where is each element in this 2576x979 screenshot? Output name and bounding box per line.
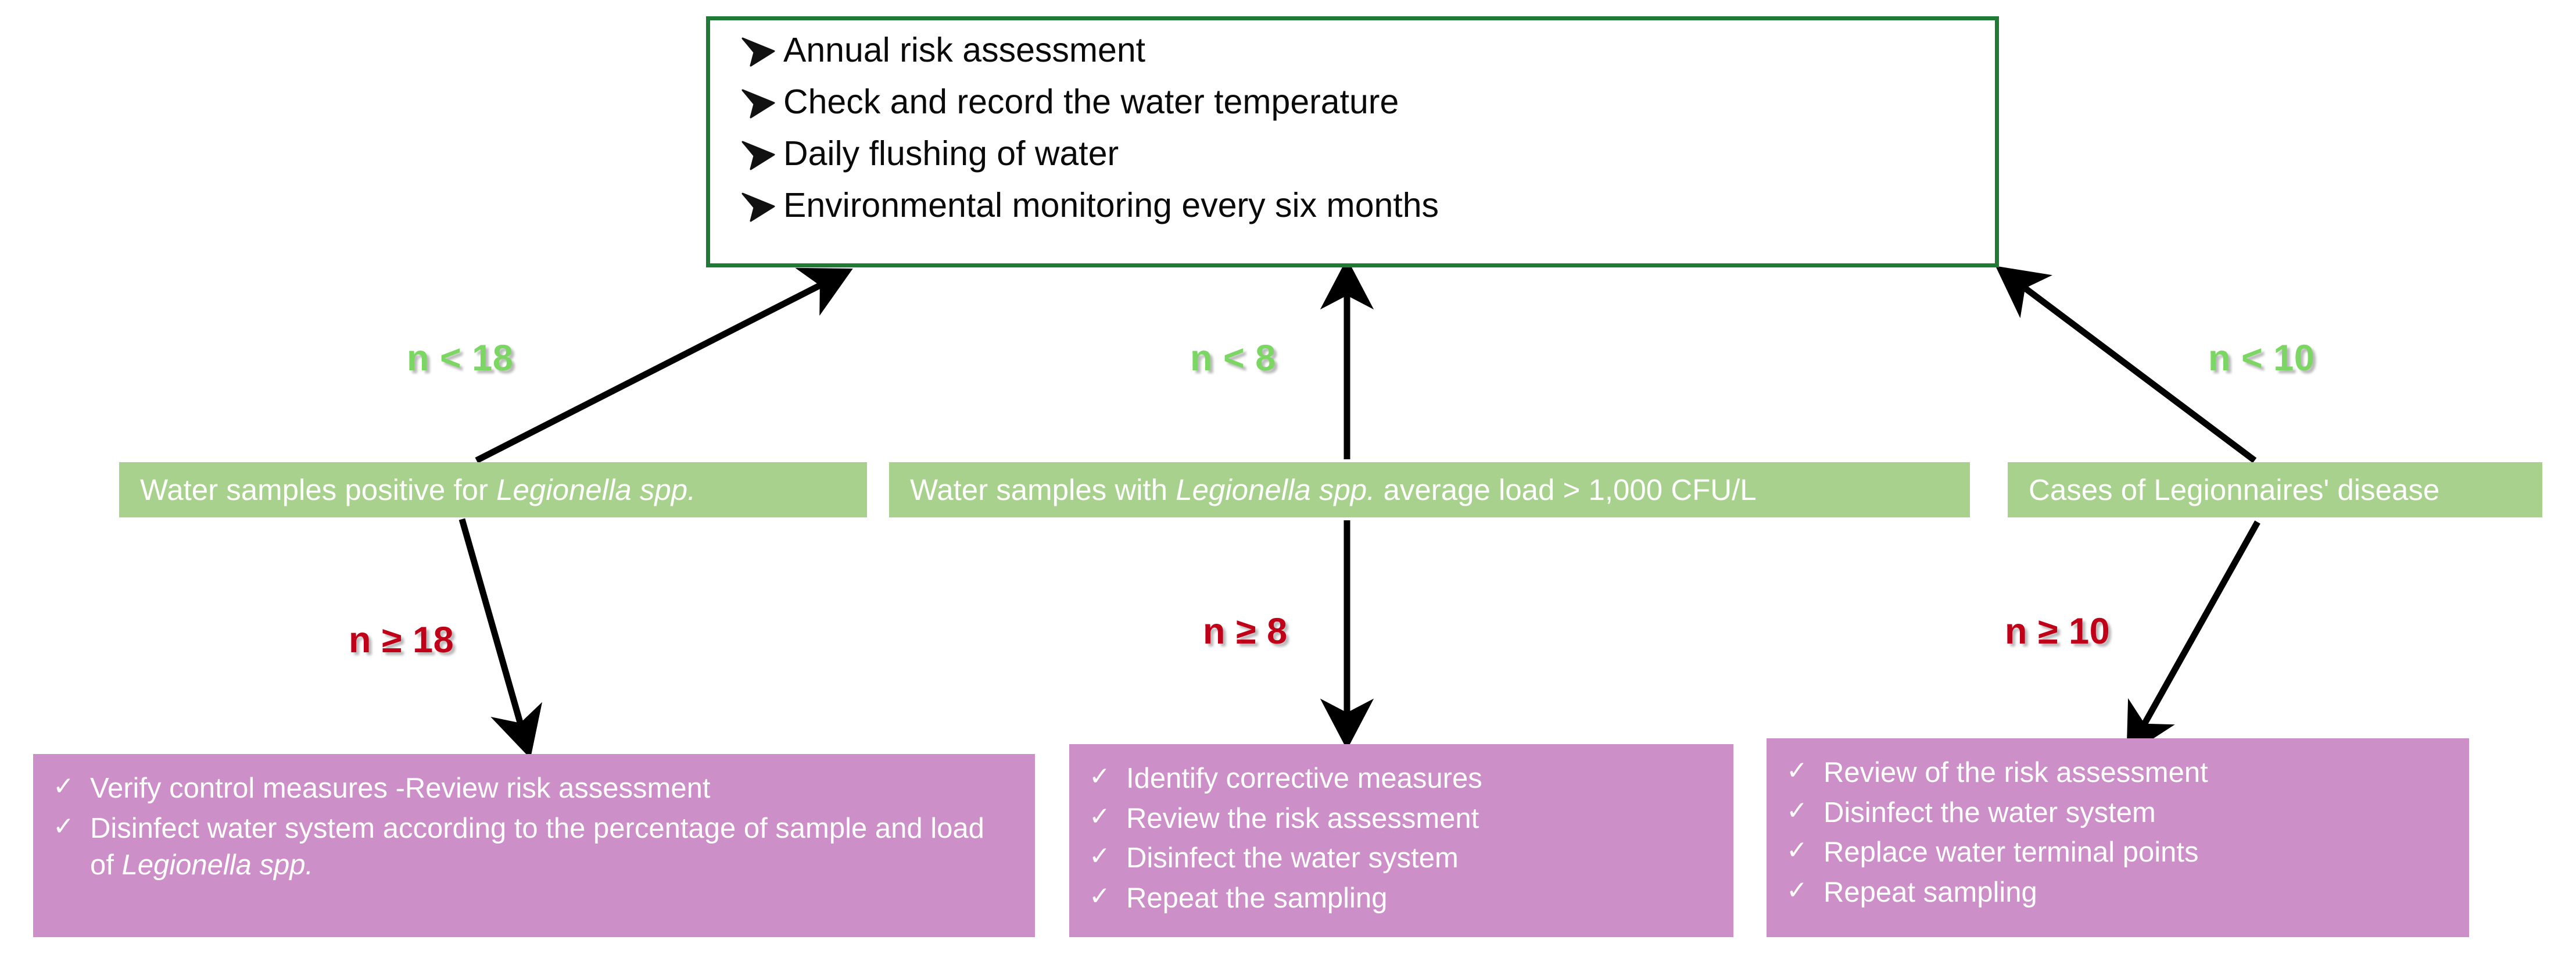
- chevron-arrow-bullet-icon: [740, 88, 783, 120]
- pass-label-mid: n < 8: [1190, 338, 1276, 378]
- action-item-label: Review of the risk assessment: [1823, 757, 2208, 788]
- routine-measures-box: Annual risk assessment Check and record …: [706, 16, 1999, 267]
- check-mark-icon: ✓: [1786, 795, 1808, 826]
- condition-box-average-load: Water samples with Legionella spp. avera…: [889, 462, 1970, 517]
- action-item-label: Replace water terminal points: [1823, 837, 2199, 869]
- arrow-right-fail: [2126, 520, 2260, 756]
- action-item-label: Disinfect the water system: [1126, 842, 1459, 874]
- action-item-label: Repeat the sampling: [1126, 882, 1388, 914]
- check-mark-icon: ✓: [1089, 762, 1110, 791]
- pass-label-left: n < 18: [407, 338, 514, 378]
- condition-box-legionnaires-cases: Cases of Legionnaires' disease: [2008, 462, 2542, 517]
- action-item: ✓ Repeat the sampling: [1089, 880, 1721, 917]
- action-item: ✓ Verify control measures -Review risk a…: [53, 770, 1022, 808]
- action-item: ✓ Identify corrective measures: [1089, 760, 1721, 798]
- fail-label-right: n ≥ 10: [2005, 611, 2111, 652]
- action-item-label: Disinfect water system according to the …: [90, 812, 984, 881]
- check-mark-icon: ✓: [1786, 756, 1808, 785]
- action-item: ✓ Disinfect the water system: [1786, 795, 2456, 832]
- routine-item: Environmental monitoring every six month…: [740, 188, 1995, 240]
- action-box-mid: ✓ Identify corrective measures ✓ Review …: [1069, 744, 1733, 937]
- chevron-arrow-bullet-icon: [740, 192, 783, 223]
- fail-label-mid: n ≥ 8: [1203, 611, 1288, 652]
- condition-text: Water samples positive for Legionella sp…: [140, 473, 696, 506]
- check-mark-icon: ✓: [1089, 801, 1110, 831]
- action-box-right: ✓ Review of the risk assessment ✓ Disinf…: [1767, 738, 2469, 937]
- check-mark-icon: ✓: [1089, 841, 1110, 871]
- action-item-label: Identify corrective measures: [1126, 763, 1482, 794]
- fail-label-left: n ≥ 18: [349, 620, 454, 660]
- routine-item-label: Annual risk assessment: [783, 31, 1146, 69]
- action-item: ✓ Disinfect water system according to th…: [53, 810, 1022, 884]
- routine-item: Check and record the water temperature: [740, 85, 1995, 137]
- check-mark-icon: ✓: [1786, 835, 1808, 866]
- action-box-left: ✓ Verify control measures -Review risk a…: [33, 754, 1035, 937]
- chevron-arrow-bullet-icon: [740, 37, 783, 68]
- routine-item-label: Environmental monitoring every six month…: [783, 186, 1439, 224]
- routine-item-label: Daily flushing of water: [783, 134, 1119, 173]
- arrow-left-pass: [475, 267, 853, 463]
- action-item: ✓ Disinfect the water system: [1089, 840, 1721, 877]
- check-mark-icon: ✓: [1786, 876, 1808, 906]
- check-mark-icon: ✓: [1089, 881, 1110, 912]
- action-item: ✓ Replace water terminal points: [1786, 834, 2456, 871]
- routine-item: Daily flushing of water: [740, 137, 1995, 188]
- routine-item-label: Check and record the water temperature: [783, 83, 1399, 121]
- action-item-label: Verify control measures -Review risk ass…: [90, 773, 711, 804]
- check-mark-icon: ✓: [53, 771, 74, 801]
- condition-box-water-samples-positive: Water samples positive for Legionella sp…: [119, 462, 867, 517]
- arrow-left-fail: [458, 518, 543, 759]
- action-item-label: Review the risk assessment: [1126, 802, 1479, 834]
- condition-text: Water samples with Legionella spp. avera…: [910, 473, 1757, 506]
- action-item: ✓ Review the risk assessment: [1089, 801, 1721, 838]
- action-item-label: Disinfect the water system: [1823, 796, 2156, 828]
- routine-item: Annual risk assessment: [740, 33, 1995, 85]
- action-item: ✓ Review of the risk assessment: [1786, 755, 2456, 792]
- action-item-label: Repeat sampling: [1823, 877, 2037, 909]
- chevron-arrow-bullet-icon: [740, 140, 783, 171]
- pass-label-right: n < 10: [2208, 338, 2315, 378]
- condition-text: Cases of Legionnaires' disease: [2029, 473, 2440, 506]
- action-item: ✓ Repeat sampling: [1786, 874, 2456, 912]
- check-mark-icon: ✓: [53, 811, 74, 841]
